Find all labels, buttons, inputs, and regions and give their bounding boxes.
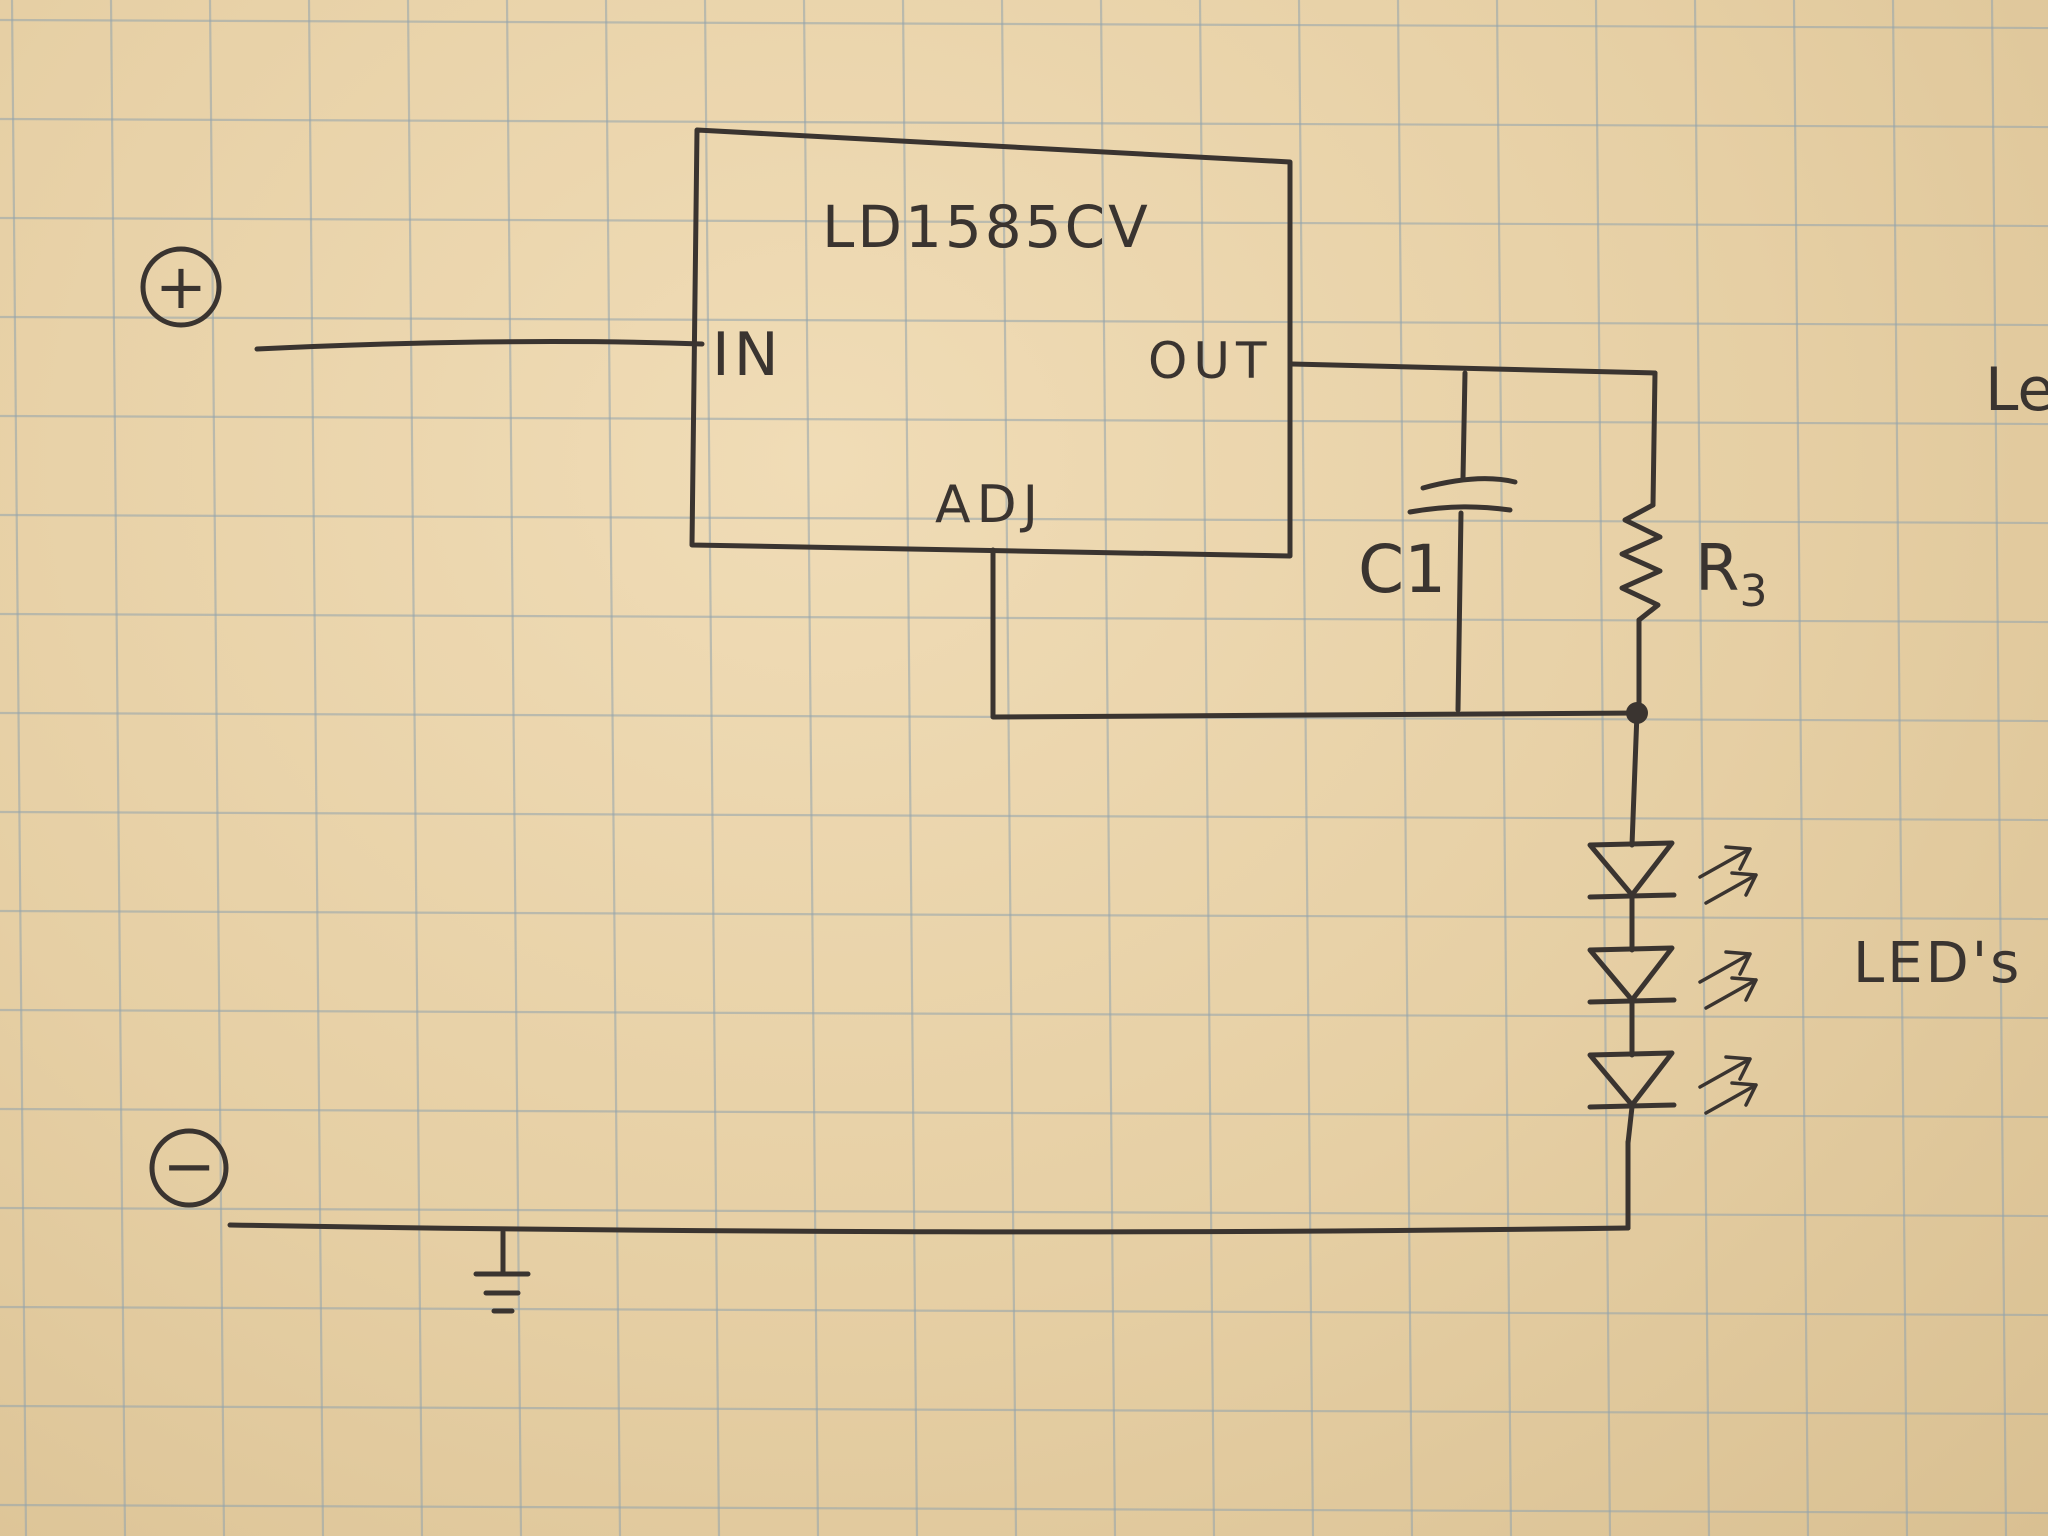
led-light-arrow bbox=[1698, 845, 1752, 879]
grid-line-horizontal bbox=[0, 18, 2048, 30]
grid-line-vertical bbox=[1495, 0, 1513, 1536]
resistor-subscript: 3 bbox=[1739, 566, 1767, 617]
grid-line-vertical bbox=[505, 0, 523, 1536]
negative-terminal-symbol: − bbox=[162, 1130, 216, 1204]
margin-text: Le bbox=[1985, 355, 2048, 425]
led-light-arrow bbox=[1704, 871, 1758, 905]
grid-line-vertical bbox=[1990, 0, 2008, 1536]
grid-line-horizontal bbox=[0, 1206, 2048, 1218]
grid-line-horizontal bbox=[0, 513, 2048, 525]
grid-line-horizontal bbox=[0, 216, 2048, 228]
wire-capacitor-bottom bbox=[1455, 510, 1464, 713]
grid-line-vertical bbox=[307, 0, 325, 1536]
capacitor-plate-bottom bbox=[1407, 504, 1513, 515]
resistor-label: R3 bbox=[1695, 532, 1767, 617]
grid-line-horizontal bbox=[0, 1404, 2048, 1416]
negative-terminal-ring bbox=[149, 1128, 229, 1208]
led-tail-wire bbox=[1625, 1104, 1635, 1146]
pin-out-label: OUT bbox=[1148, 332, 1273, 390]
grid-line-vertical bbox=[109, 0, 127, 1536]
grid-line-vertical bbox=[10, 0, 28, 1536]
grid-line-horizontal bbox=[0, 1008, 2048, 1020]
grid-line-vertical bbox=[208, 0, 226, 1536]
leds-label: LED's bbox=[1853, 931, 2022, 996]
wire-positive-to-in bbox=[254, 339, 705, 352]
grid-line-vertical bbox=[1198, 0, 1216, 1536]
led-light-arrow bbox=[1704, 1081, 1758, 1115]
grid-line-horizontal bbox=[0, 810, 2048, 822]
grid-line-vertical bbox=[604, 0, 622, 1536]
regulator-part-number: LD1585CV bbox=[822, 193, 1151, 261]
led-light-arrow bbox=[1704, 976, 1758, 1010]
capacitor-plate-top bbox=[1420, 476, 1518, 491]
grid-line-vertical bbox=[1891, 0, 1909, 1536]
wire-ground-rail bbox=[227, 1222, 1631, 1235]
positive-terminal-symbol: + bbox=[155, 250, 207, 323]
grid-line-vertical bbox=[1396, 0, 1414, 1536]
grid-line-horizontal bbox=[0, 117, 2048, 129]
grid-line-vertical bbox=[1000, 0, 1018, 1536]
capacitor-label: C1 bbox=[1358, 531, 1446, 608]
grid-line-vertical bbox=[1297, 0, 1315, 1536]
wire-node-to-leds bbox=[1629, 710, 1640, 848]
grid-line-vertical bbox=[406, 0, 424, 1536]
grid-line-horizontal bbox=[0, 909, 2048, 921]
wire-resistor-top bbox=[1650, 370, 1658, 508]
wire-out-to-node bbox=[1289, 361, 1658, 376]
capacitor-c1: C1 bbox=[1358, 476, 1518, 608]
wires bbox=[227, 339, 1658, 1235]
pin-in-label: IN bbox=[712, 320, 783, 390]
wire-capacitor-top bbox=[1460, 370, 1468, 481]
resistor-letter: R bbox=[1695, 532, 1739, 606]
led-light-arrow bbox=[1698, 1055, 1752, 1089]
resistor-r3: R3 bbox=[1619, 502, 1767, 623]
grid-line-horizontal bbox=[0, 1503, 2048, 1515]
grid-line-vertical bbox=[1594, 0, 1612, 1536]
resistor-zigzag bbox=[1619, 502, 1663, 623]
grid-line-horizontal bbox=[0, 1107, 2048, 1119]
positive-terminal-ring bbox=[140, 246, 222, 328]
grid-line-horizontal bbox=[0, 612, 2048, 624]
positive-terminal: + bbox=[140, 246, 222, 328]
grid-line-vertical bbox=[1693, 0, 1711, 1536]
regulator-box bbox=[689, 127, 1293, 559]
ground-symbol bbox=[473, 1229, 531, 1314]
wire-adj-loop bbox=[990, 547, 1642, 720]
grid-line-vertical bbox=[1792, 0, 1810, 1536]
grid-line-horizontal bbox=[0, 315, 2048, 327]
regulator-ic: LD1585CV IN OUT ADJ bbox=[689, 127, 1293, 559]
grid-line-vertical bbox=[901, 0, 919, 1536]
led-diode-triangle bbox=[1587, 840, 1675, 898]
junction-dot bbox=[1626, 702, 1648, 724]
negative-terminal: − bbox=[149, 1128, 229, 1208]
led-string bbox=[1587, 840, 1758, 1146]
grid-line-horizontal bbox=[0, 1305, 2048, 1317]
grid-line-vertical bbox=[703, 0, 721, 1536]
led-diode-triangle bbox=[1587, 1050, 1675, 1108]
led-light-arrow bbox=[1698, 950, 1752, 984]
grid-line-vertical bbox=[802, 0, 820, 1536]
led-diode-triangle bbox=[1587, 945, 1675, 1003]
grid-line-horizontal bbox=[0, 414, 2048, 426]
grid-line-vertical bbox=[1099, 0, 1117, 1536]
pin-adj-label: ADJ bbox=[935, 475, 1044, 535]
